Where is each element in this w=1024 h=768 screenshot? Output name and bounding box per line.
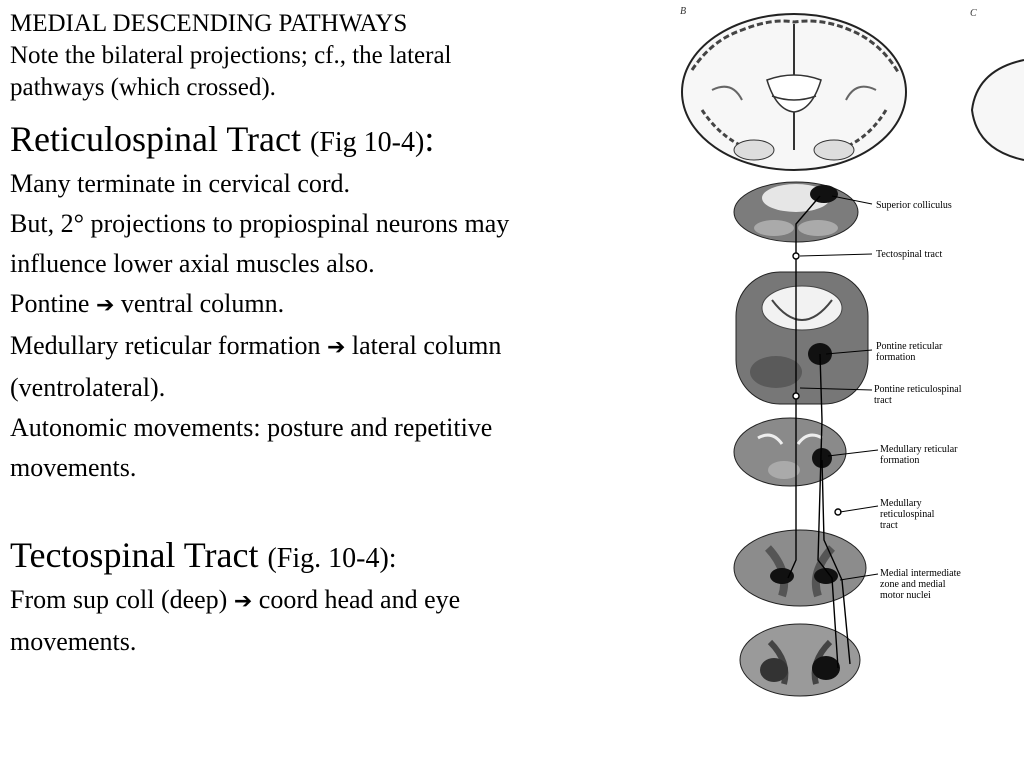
brainstem-figure: B C [672,0,1024,710]
label-medullary-rf-1: Medullary reticular [880,444,958,455]
label-medullary-rst-3: tract [880,520,898,531]
reticulospinal-line-2: But, 2° projections to propiospinal neur… [10,209,510,238]
panel-c-section [970,59,1024,161]
medulla-section [733,417,847,487]
label-medial-iz-1: Medial intermediate [880,568,961,579]
label-tectospinal-tract: Tectospinal tract [876,249,942,260]
reticulospinal-line-1: Many terminate in cervical cord. [10,169,351,198]
label-medial-iz-3: motor nuclei [880,590,931,601]
slide-text: MEDIAL DESCENDING PATHWAYS Note the bila… [10,8,700,662]
label-pontine-rst-2: tract [874,395,892,406]
reticulospinal-line-6: movements. [10,453,137,482]
tectospinal-line-2: movements. [10,627,137,656]
label-medullary-rst-2: reticulospinal [880,509,935,520]
cervical-cord-section [733,529,867,607]
tectospinal-heading: Tectospinal Tract (Fig. 10-4): [10,535,397,575]
brainstem-diagram: B C [680,6,1024,697]
panel-c-letter: C [970,8,977,19]
medullary-line: Medullary reticular formation ➔ lateral … [10,331,502,360]
leader-lines [799,195,879,581]
reticulospinal-line-3: influence lower axial muscles also. [10,249,375,278]
note-line-2: pathways (which crossed). [10,74,276,101]
arrow-right-icon: ➔ [233,589,253,614]
reticulospinal-line-5: Autonomic movements: posture and repetit… [10,413,493,442]
arrow-right-icon: ➔ [95,293,115,318]
pons-section [735,271,869,405]
tectospinal-fig-ref: (Fig. 10-4): [267,543,397,574]
pathway-lines [787,195,851,669]
label-pontine-rf-1: Pontine reticular [876,341,943,352]
panel-b-letter: B [680,6,686,17]
note-line-1: Note the bilateral projections; cf., the… [10,42,452,69]
reticulospinal-heading: Reticulospinal Tract (Fig 10-4): [10,119,435,159]
lower-cord-section [739,623,861,697]
label-medullary-rf-2: formation [880,455,919,466]
tectospinal-line-1: From sup coll (deep) ➔ coord head and ey… [10,585,461,614]
label-pontine-rst-1: Pontine reticulospinal [874,384,962,395]
label-superior-colliculus: Superior colliculus [876,200,952,211]
label-medullary-rst-1: Medullary [880,498,922,509]
label-pontine-rf-2: formation [876,352,915,363]
reticulospinal-line-4: (ventrolateral). [10,373,166,402]
reticulospinal-fig-ref: (Fig 10-4) [310,127,425,158]
coronal-section [681,13,907,171]
slide-title: MEDIAL DESCENDING PATHWAYS [10,10,408,37]
arrow-right-icon: ➔ [326,335,346,360]
label-medial-iz-2: zone and medial [880,579,946,590]
pontine-line: Pontine ➔ ventral column. [10,289,285,318]
